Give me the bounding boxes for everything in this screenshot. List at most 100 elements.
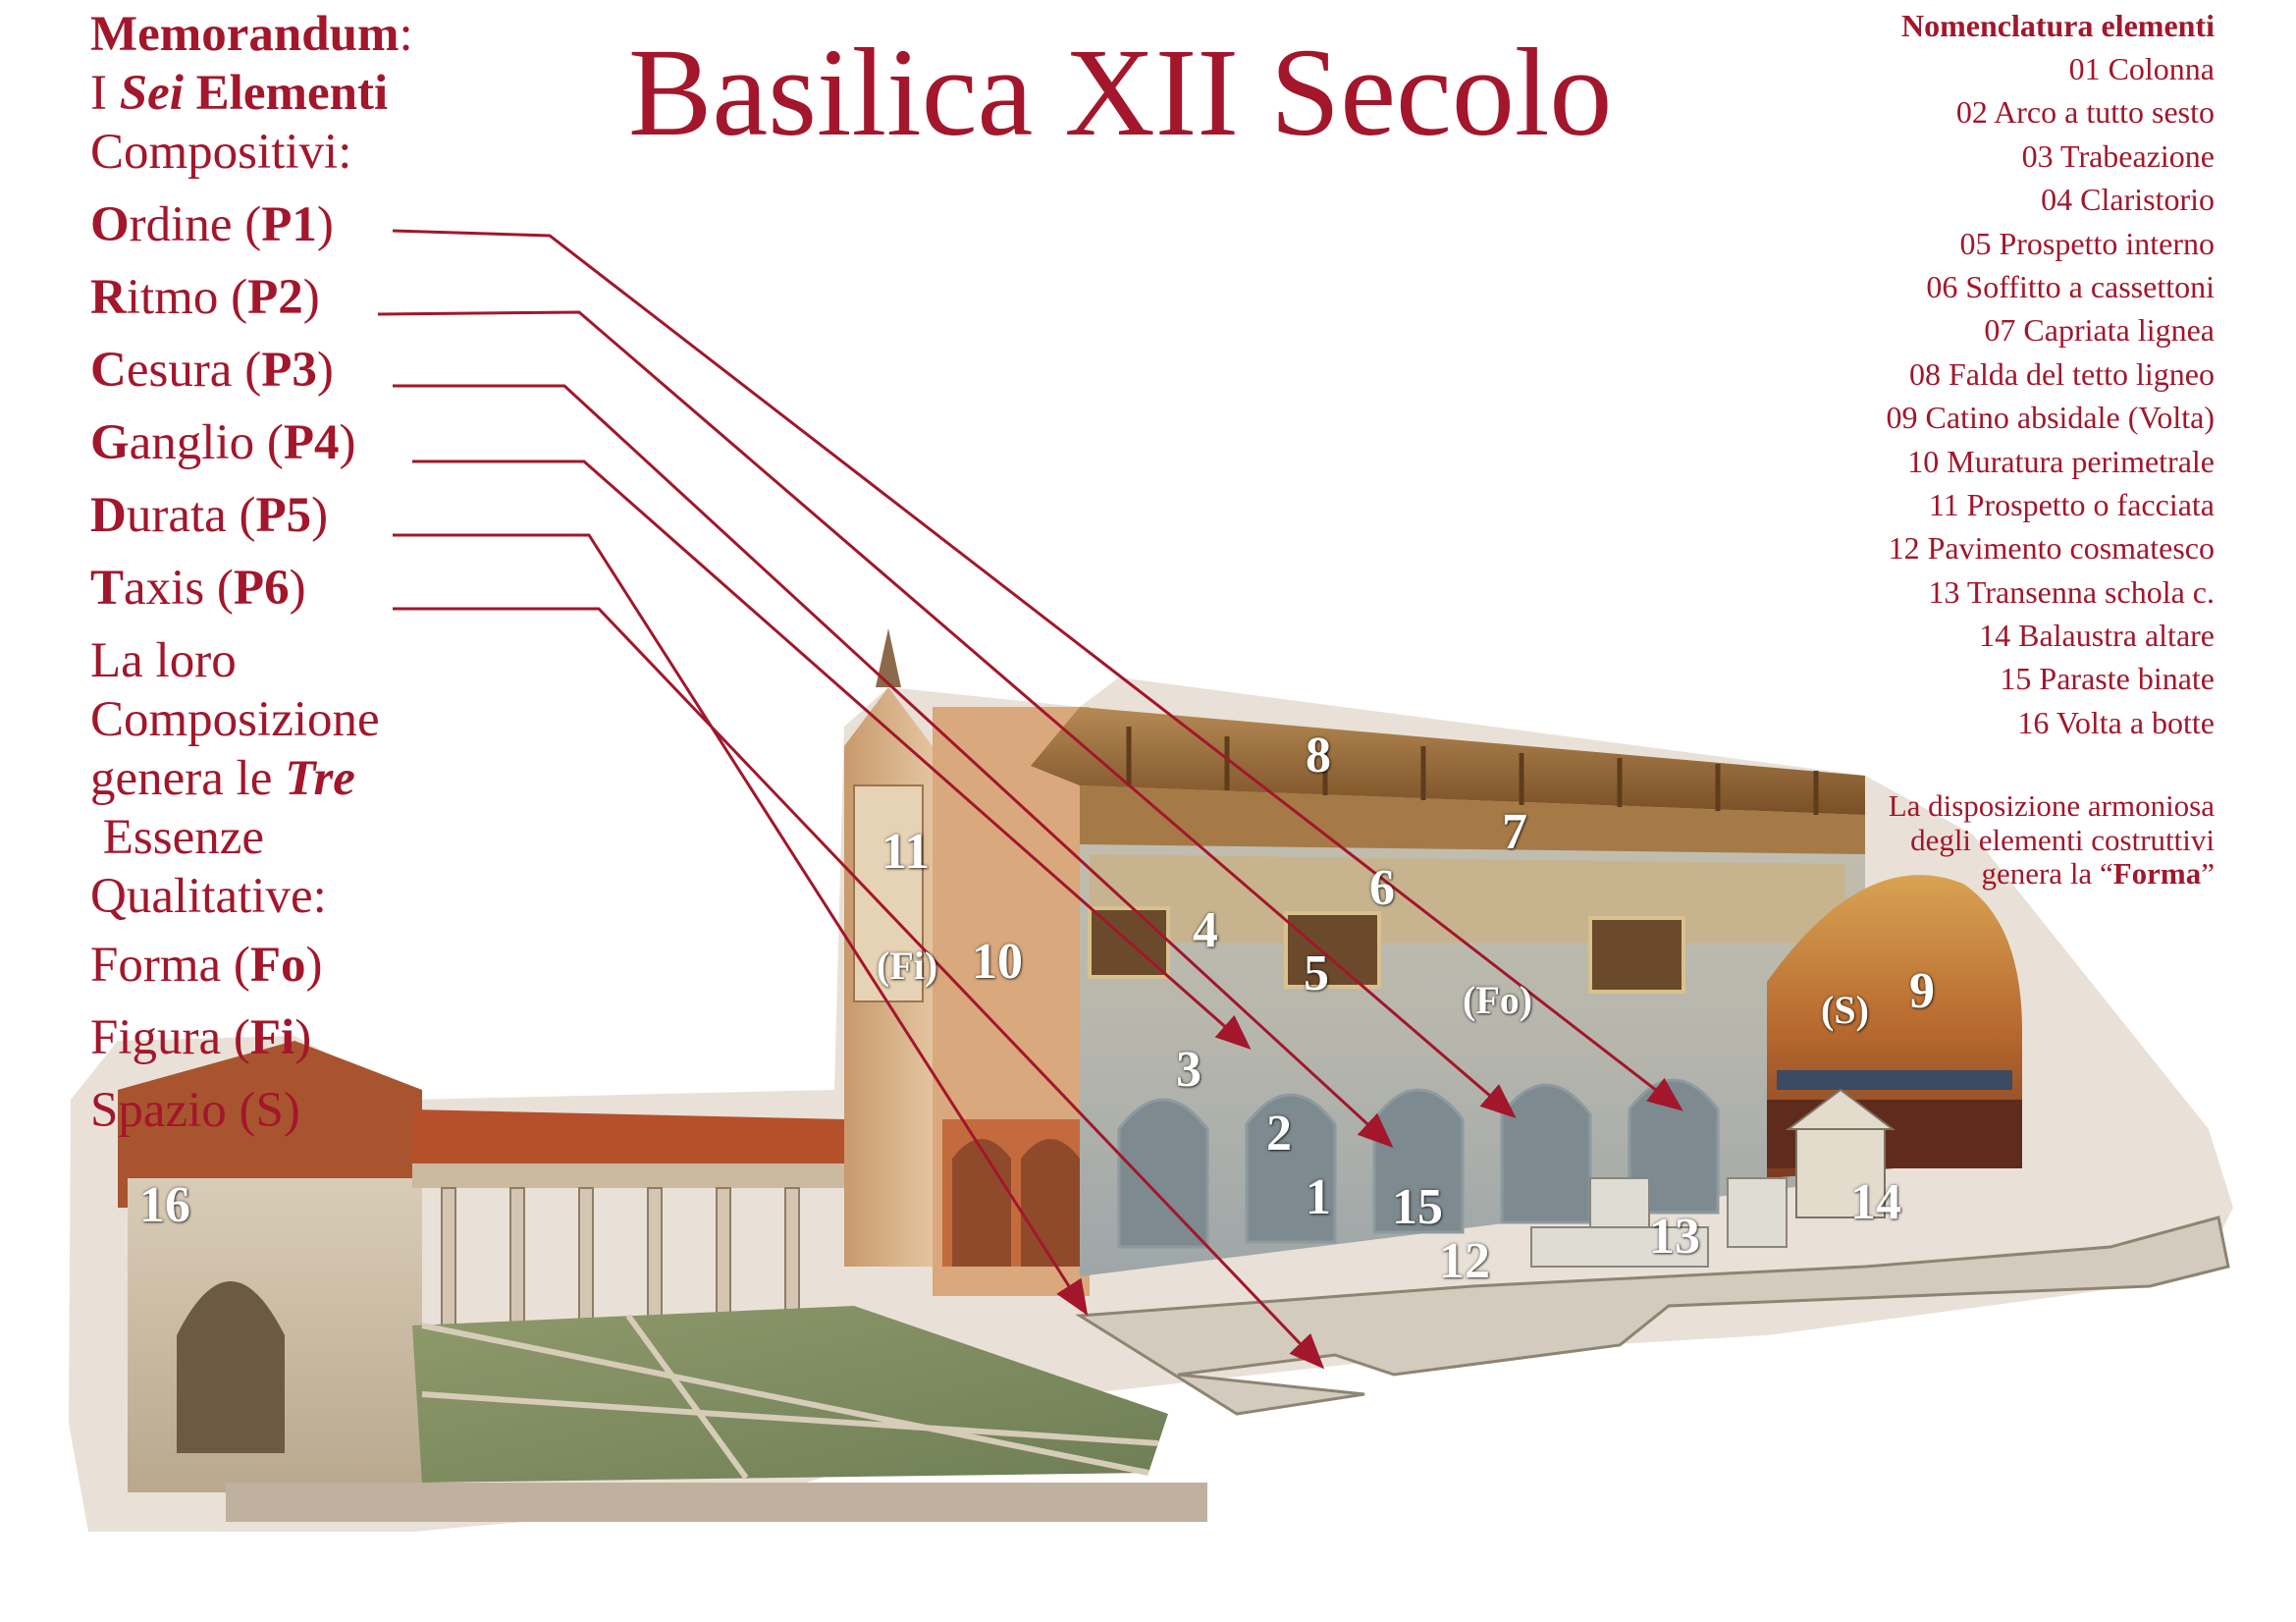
sei-word: Sei [119,66,184,121]
tre-word: Tre [285,751,355,806]
label-4: 4 [1193,902,1218,958]
element-ordine: Ordine (P1) [90,200,640,273]
element-code: P4 [283,415,340,470]
element-code: P2 [247,270,303,325]
compositivi-line: Compositivi: [90,125,352,180]
legend-item: 07 Capriata lignea [1984,312,2215,349]
legend-item: 02 Arco a tutto sesto [1955,94,2215,131]
pointer-line-p1 [392,229,1683,1111]
label-2: 2 [1266,1106,1292,1162]
element-code: P1 [261,197,317,252]
note-line-3-suffix: ” [2201,856,2215,892]
essence-code: Fo [249,938,306,993]
cloister-columns [441,1187,800,1326]
cloister-portico [118,1041,844,1492]
legend-heading: Nomenclatura elementi [1900,8,2215,43]
sei-elementi-line: I Sei Elementi [90,69,640,128]
element-code: P6 [233,561,290,616]
legend-item: 03 Trabeazione [2021,137,2215,174]
element-initial: D [90,488,127,543]
label-6: 6 [1369,860,1395,916]
element-close: ) [316,343,334,398]
pointer-line-p3 [393,384,1394,1149]
element-code: P3 [261,343,317,398]
composition-line-d: Essenze [90,810,265,865]
label-7: 7 [1502,804,1527,860]
label-13: 13 [1649,1209,1700,1265]
label-9: 9 [1909,963,1935,1019]
legend-item: 11 Prospetto o facciata [1928,486,2215,522]
memorandum-panel: Memorandum: I Sei Elementi Compositivi: … [90,10,640,1159]
element-close: ) [339,415,356,470]
composition-line-b: Composizione [90,692,380,747]
composition-line-a: La loro [90,633,237,688]
sei-suffix: Elementi [183,66,389,121]
essence-forma: Forma (Fo) [90,941,640,1013]
legend-item: 05 Prospetto interno [1959,225,2215,261]
note-line-3: genera la “Forma” [1665,857,2215,892]
pointer-line-p2 [377,310,1517,1118]
element-name: itmo ( [126,270,248,325]
element-ganglio: Ganglio (P4) [90,418,640,491]
element-initial: O [90,197,130,252]
legend-item: 15 Paraste binate [2000,661,2215,697]
composition-line-c-prefix: genera le [90,751,286,806]
memorandum-colon: : [399,7,413,62]
element-name: anglio ( [129,415,284,470]
label-15: 15 [1392,1179,1443,1235]
pointer-lines [377,229,1683,1370]
element-code: P5 [255,488,312,543]
essence-close: ) [294,1010,312,1065]
label-16: 16 [139,1177,190,1233]
altar-baldachin [1786,1088,1896,1218]
roof-trusses [1126,727,1819,815]
label-5: 5 [1304,946,1329,1001]
label-12: 12 [1439,1233,1490,1289]
label-figura: (Fi) [877,944,938,988]
element-initial: T [90,561,125,616]
label-spazio: (S) [1821,988,1869,1032]
nave-arcade [1117,1078,1720,1249]
legend-item: 16 Volta a botte [2017,704,2215,740]
element-taxis: Taxis (P6) [90,564,640,636]
element-close: ) [302,270,320,325]
element-ritmo: Ritmo (P2) [90,273,640,346]
label-3: 3 [1176,1042,1201,1098]
essence-figura: Figura (Fi) [90,1013,640,1086]
essence-close: ) [305,938,323,993]
forma-word: Forma [2112,856,2202,892]
composition-line-c: genera le Tre [90,754,640,813]
legend-item: 04 Claristorio [2041,182,2215,218]
page-title: Basilica XII Secolo [628,23,1613,162]
legend-item: 14 Balaustra altare [1979,618,2215,654]
essence-name: Spazio (S) [90,1083,300,1138]
label-1: 1 [1306,1169,1331,1225]
element-initial: C [90,343,127,398]
label-10: 10 [972,934,1023,990]
element-close: ) [289,561,306,616]
element-initial: G [90,415,130,470]
memorandum-heading: Memorandum: [90,10,640,69]
note-line-2: degli elementi costruttivi [1910,822,2215,857]
harmony-note: La disposizione armoniosa degli elementi… [1665,788,2215,892]
memorandum-label: Memorandum [90,7,400,62]
label-14: 14 [1850,1174,1901,1230]
essence-name: Forma ( [90,938,250,993]
legend-item: 01 Colonna [2068,51,2215,86]
element-cesura: Cesura (P3) [90,346,640,418]
legend-item: 09 Catino absidale (Volta) [1886,400,2215,436]
legend-item: 06 Soffitto a cassettoni [1926,268,2215,304]
label-11: 11 [881,824,931,880]
courtyard-plinth [226,1483,1207,1522]
legend-item: 12 Pavimento cosmatesco [1888,530,2215,567]
element-name: axis ( [124,561,234,616]
element-name: rdine ( [129,197,262,252]
element-name: urata ( [126,488,256,543]
essence-spazio: Spazio (S) [90,1086,640,1159]
label-forma: (Fo) [1463,978,1533,1022]
sei-prefix: I [90,66,120,121]
element-durata: Durata (P5) [90,491,640,564]
pointer-line-p5 [393,533,1089,1317]
legend-item: 10 Muratura perimetrale [1907,443,2215,479]
